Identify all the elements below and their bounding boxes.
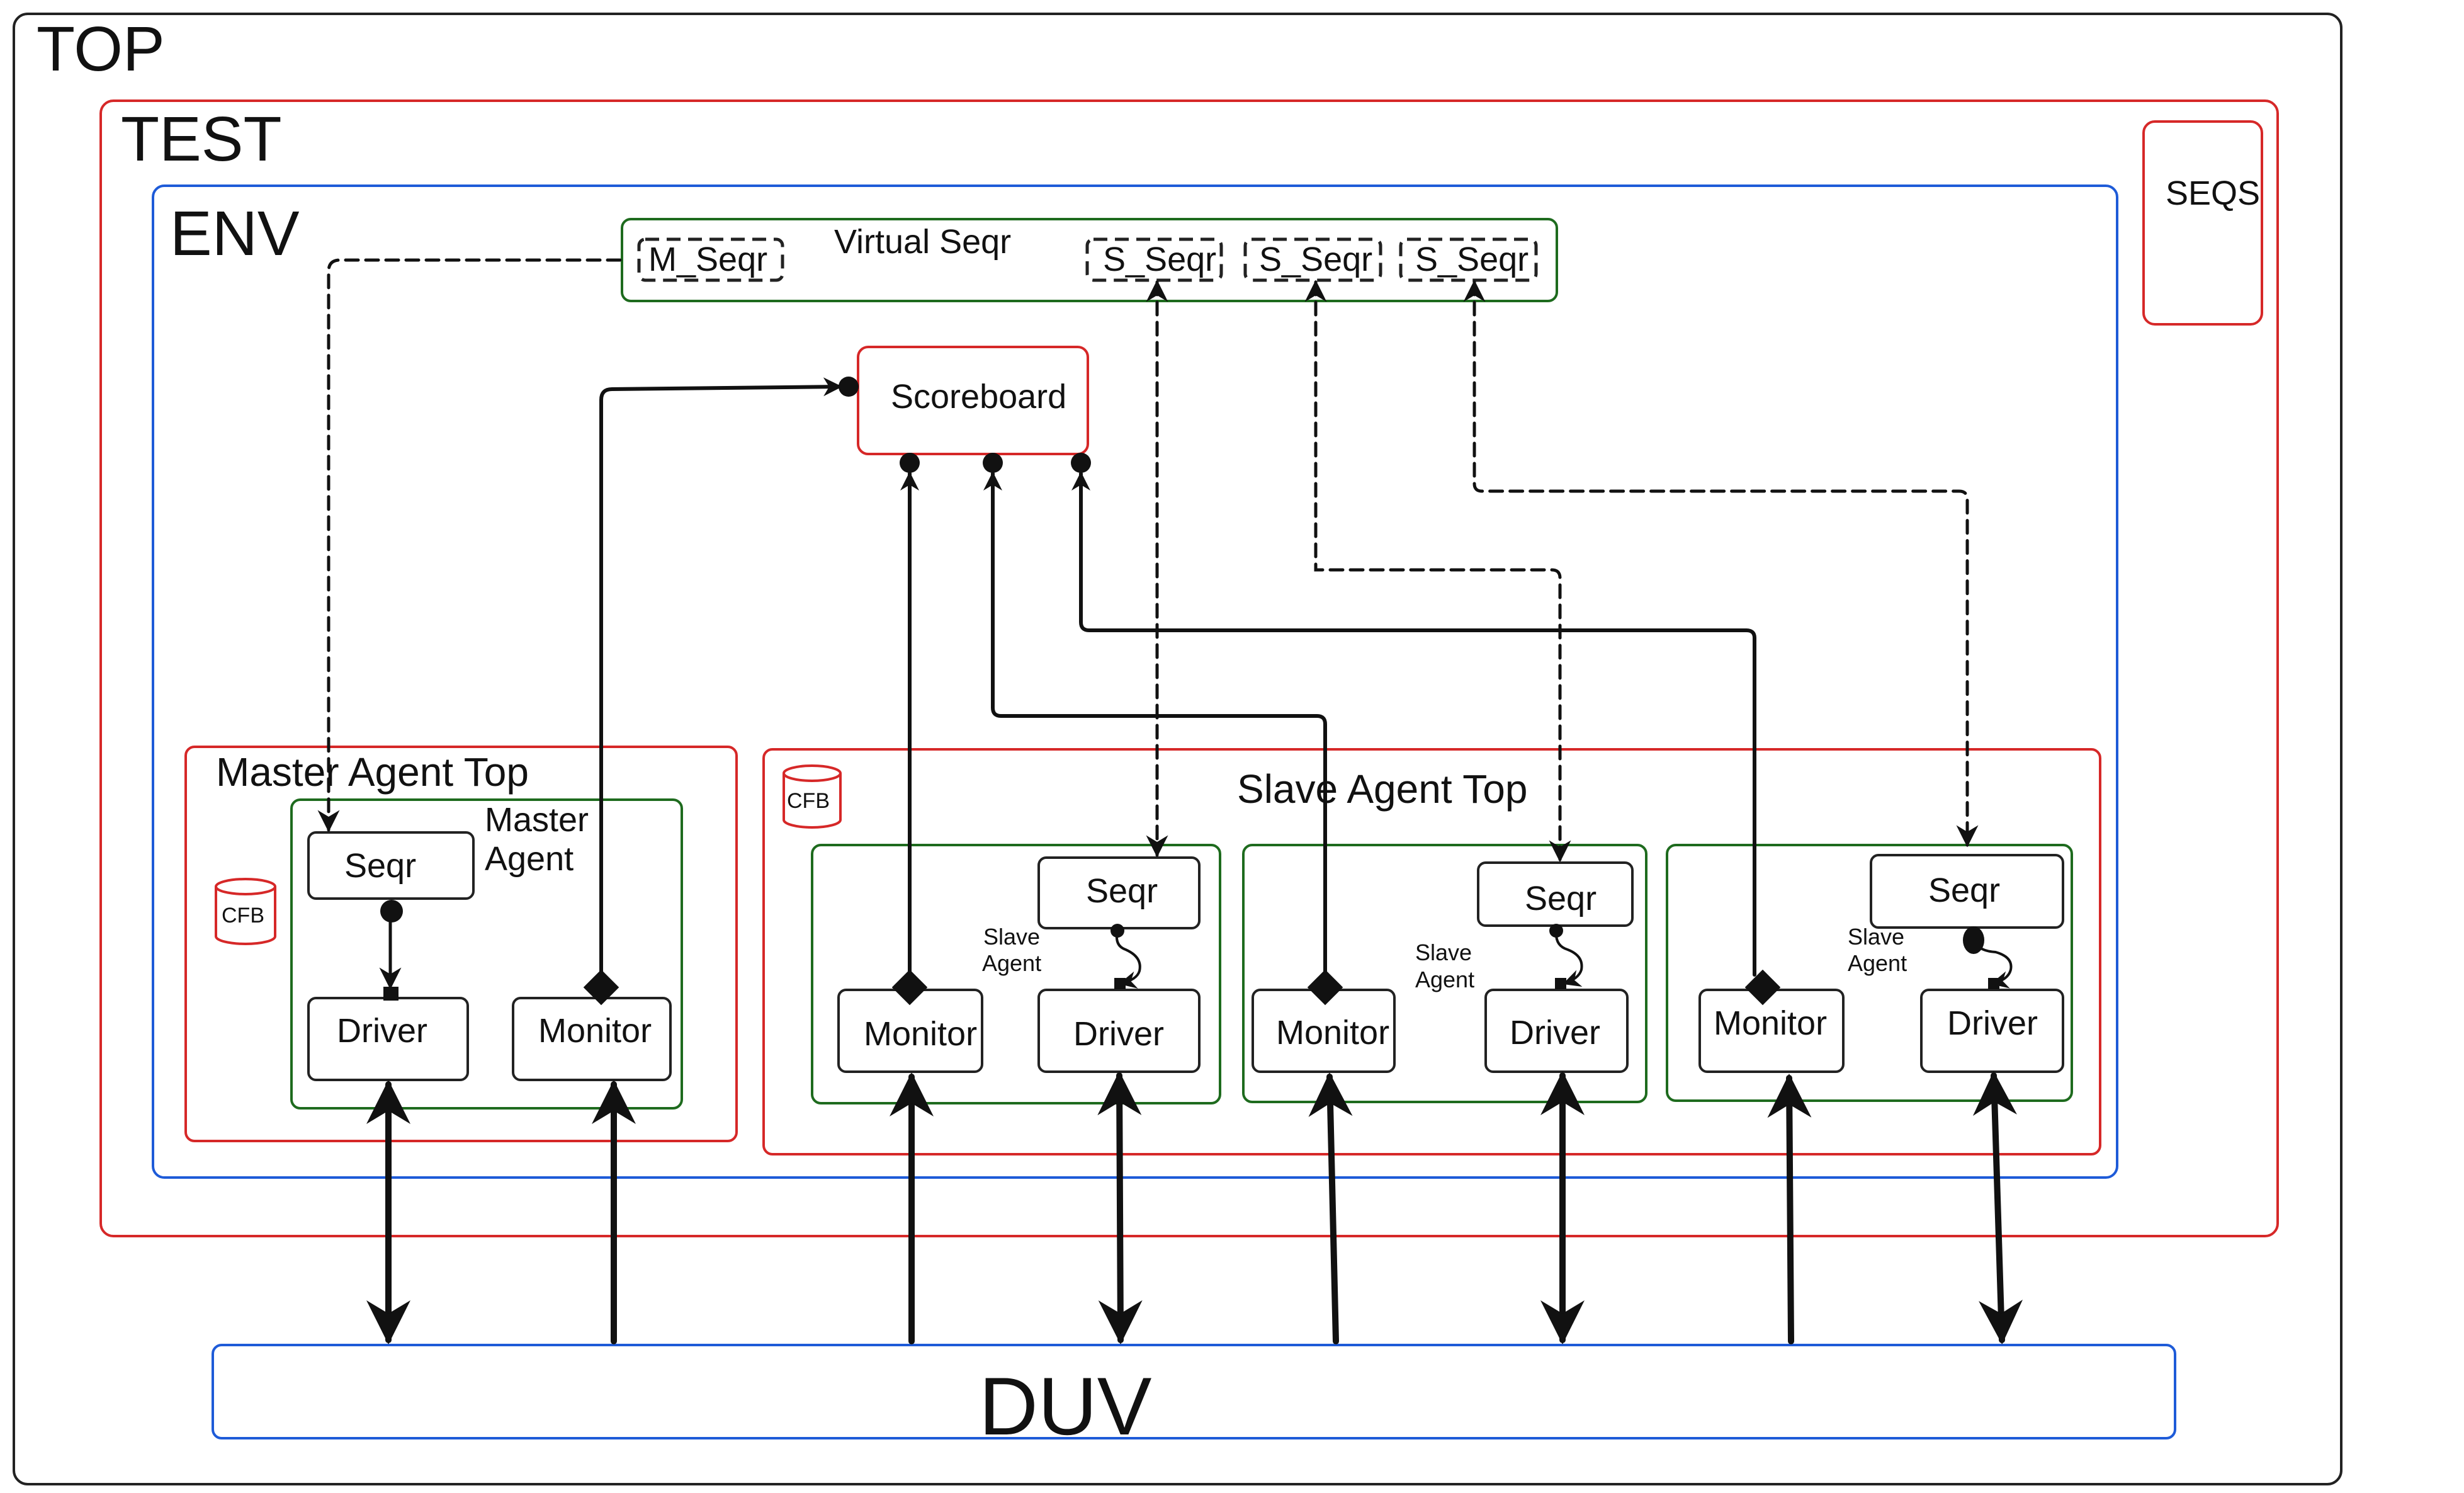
master-agent-label-line1: Master: [485, 801, 589, 839]
master-cfb-label: CFB: [222, 904, 264, 928]
slave3-driver-port-square: [1988, 978, 1999, 989]
master-monitor-port-diamond: [583, 969, 619, 1006]
slave3-monitor-duv-link: [1767, 1074, 1812, 1344]
seqs-label: SEQS: [2166, 174, 2260, 212]
slave2-driver-port-square: [1555, 978, 1566, 989]
slave3-monitor-port-diamond: [1744, 969, 1781, 1006]
slave2-agent-label-line1: Slave: [1415, 940, 1472, 965]
slave3-seqr-export-dot: [1963, 926, 1984, 954]
master-seqr-export-dot: [380, 900, 403, 922]
m-seqr-label: M_Seqr: [648, 241, 767, 278]
slave2-seqr-label: Seqr: [1525, 880, 1597, 917]
scoreboard-export-dot-1: [900, 453, 920, 473]
slave1-agent-label-line2: Agent: [982, 950, 1041, 976]
test-container: [99, 99, 2279, 1237]
slave1-seqr-export-dot: [1110, 924, 1124, 938]
master-seqr-label: Seqr: [344, 847, 416, 885]
slave3-driver-duv-link: [1972, 1071, 2023, 1344]
master-driver-label: Driver: [337, 1012, 427, 1050]
master-agent-top-label: Master Agent Top: [216, 749, 529, 795]
slave3-monitor-to-scoreboard-link: [1071, 472, 1756, 977]
slave1-driver-port-square: [1114, 978, 1126, 989]
s-seqr3-to-slave3-seqr-link: [1463, 280, 1979, 848]
slave1-agent-label-line1: Slave: [983, 924, 1040, 950]
slave2-driver-label: Driver: [1510, 1014, 1600, 1052]
slave1-seqr-to-driver-link: [1115, 929, 1141, 989]
duv-label: DUV: [979, 1360, 1152, 1452]
slave2-monitor-label: Monitor: [1276, 1014, 1389, 1052]
slave3-agent-label-line2: Agent: [1848, 950, 1907, 976]
test-label: TEST: [121, 104, 282, 174]
scoreboard-label: Scoreboard: [891, 378, 1066, 416]
slave2-agent-label-line2: Agent: [1415, 967, 1474, 992]
slave1-driver-label: Driver: [1073, 1015, 1164, 1053]
slave3-driver-label: Driver: [1947, 1004, 2038, 1042]
slave1-seqr-label: Seqr: [1086, 872, 1158, 910]
virtual-seqr-label: Virtual Seqr: [834, 223, 1011, 261]
m-seqr-box: [637, 237, 784, 282]
master-agent-label-line2: Agent: [485, 840, 574, 878]
master-cfb-icon: [215, 878, 276, 945]
s-seqr-label-3: S_Seqr: [1415, 241, 1529, 278]
slave1-monitor-label: Monitor: [864, 1015, 977, 1053]
slave-cfb-label: CFB: [787, 789, 830, 813]
slave2-monitor-port-diamond: [1307, 969, 1343, 1006]
slave3-seqr-label: Seqr: [1928, 871, 2000, 909]
master-monitor-label: Monitor: [538, 1012, 652, 1050]
duv-box: [212, 1344, 2176, 1439]
master-agent-box: [290, 798, 683, 1110]
slave1-agent-box: [811, 844, 1221, 1104]
s-seqr-label-2: S_Seqr: [1259, 241, 1372, 278]
seqs-box: [2142, 120, 2263, 326]
virtual-seqr-box: [621, 218, 1558, 302]
master-monitor-to-scoreboard-link: [599, 377, 842, 981]
slave1-driver-duv-link: [1097, 1071, 1143, 1344]
scoreboard-export-dot-left: [839, 377, 859, 397]
master-agent-top-box: [184, 746, 738, 1142]
s-seqr-label-1: S_Seqr: [1103, 241, 1216, 278]
slave2-monitor-to-scoreboard-link: [983, 472, 1327, 978]
scoreboard-export-dot-2: [983, 453, 1003, 473]
m-seqr-to-master-seqr-link: [317, 258, 622, 832]
slave3-monitor-label: Monitor: [1714, 1004, 1827, 1042]
scoreboard-box: [857, 346, 1089, 455]
slave1-monitor-port-diamond: [891, 969, 928, 1006]
top-label: TOP: [37, 14, 165, 84]
master-seqr-box: [307, 831, 475, 900]
env-label: ENV: [170, 198, 300, 269]
slave-agent-top-label: Slave Agent Top: [1237, 766, 1527, 812]
scoreboard-export-dot-3: [1071, 453, 1091, 473]
slave-cfb-icon: [783, 764, 842, 829]
top-container: [13, 13, 2342, 1485]
master-driver-port-square: [383, 987, 398, 1001]
slave3-seqr-box: [1870, 854, 2064, 929]
slave2-monitor-duv-link: [1308, 1072, 1353, 1344]
slave2-seqr-to-driver-link: [1554, 929, 1583, 987]
slave2-seqr-export-dot: [1549, 924, 1563, 938]
